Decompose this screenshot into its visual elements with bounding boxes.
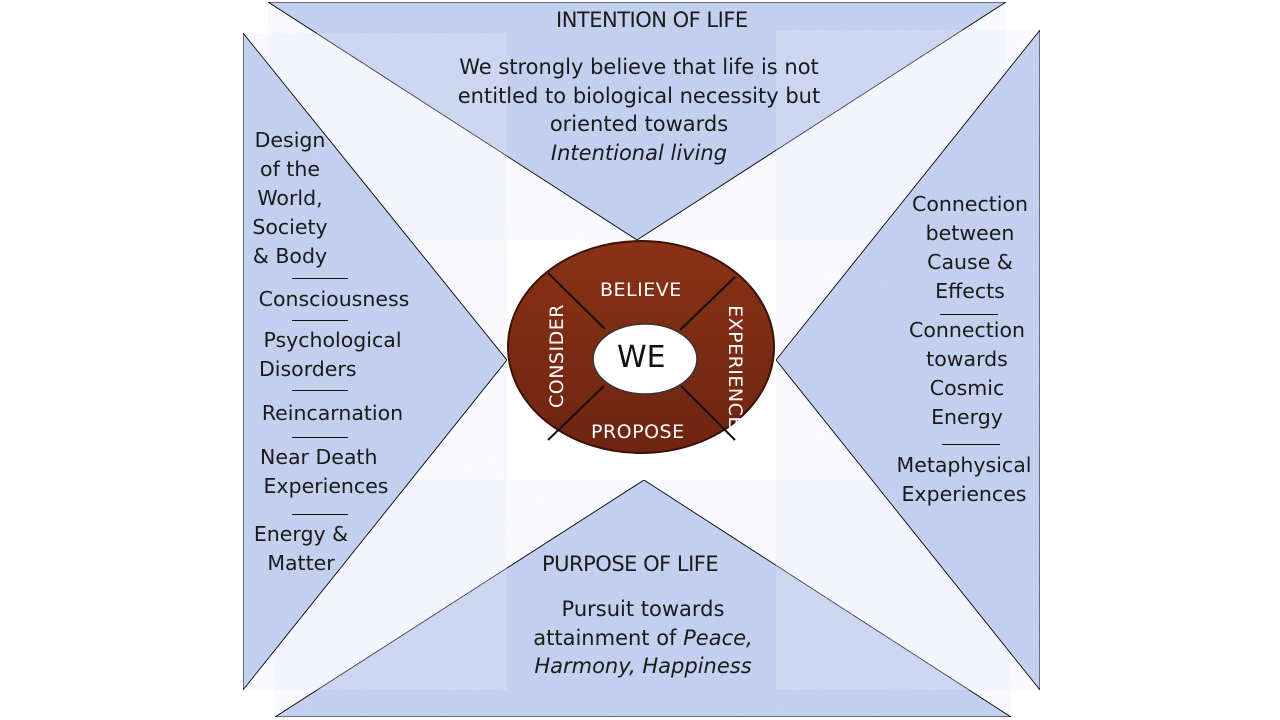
purpose-line-2: attainment of Peace, <box>533 625 753 650</box>
right-divider-1 <box>940 314 998 315</box>
wheel-label-propose: PROPOSE <box>591 421 685 443</box>
intention-body: We strongly believe that life is not ent… <box>437 53 841 167</box>
intention-title: INTENTION OF LIFE <box>556 8 748 32</box>
intention-line-1: We strongly believe that life is not <box>459 55 819 79</box>
intention-line-2: entitled to biological necessity but <box>457 83 821 108</box>
wheel-divider-tl <box>547 272 606 330</box>
left-divider-1 <box>292 278 348 279</box>
purpose-line-3: Harmony, Happiness <box>534 654 752 678</box>
left-item-5: Near Death Experiences <box>260 445 389 498</box>
wheel-divider-tr <box>679 276 736 331</box>
left-divider-4 <box>292 437 348 438</box>
left-item-3: Psychological Disorders <box>259 328 402 381</box>
triangle-bottom <box>273 479 1013 718</box>
left-divider-2 <box>292 320 348 321</box>
left-item-4: Reincarnation <box>261 401 404 425</box>
right-item-2: Connection towards Cosmic Energy <box>909 318 1025 429</box>
wheel-center <box>592 323 698 395</box>
wheel-label-experience: EXPERIENCE <box>724 305 746 429</box>
purpose-line-1: Pursuit towards <box>561 597 725 621</box>
right-item-3: Metaphysical Experiences <box>896 453 1032 506</box>
right-item-1: Connection between Cause & Effects <box>912 192 1028 303</box>
wheel-label-consider: CONSIDER <box>546 304 568 408</box>
intention-line-4: Intentional living <box>437 139 841 168</box>
wheel-divider-br <box>680 385 736 441</box>
triangle-left <box>242 31 508 692</box>
left-item-6: Energy & Matter <box>253 522 349 575</box>
wheel-divider-bl <box>547 385 605 441</box>
intentional-living-italic: Intentional living <box>550 140 728 165</box>
left-item-1: Design of the World, Society & Body <box>252 128 328 268</box>
wheel-label-believe: BELIEVE <box>600 279 682 301</box>
purpose-body: Pursuit towards attainment of Peace, Har… <box>492 595 794 681</box>
right-divider-2 <box>942 444 1000 445</box>
purpose-title: PURPOSE OF LIFE <box>542 552 719 576</box>
triangle-right <box>775 28 1041 692</box>
wheel-center-label: WE <box>617 340 666 375</box>
left-item-2: Consciousness <box>258 287 410 311</box>
left-divider-5 <box>292 514 348 515</box>
triangle-top <box>266 1 1008 241</box>
intention-line-3: oriented towards <box>549 112 729 136</box>
left-divider-3 <box>292 390 348 391</box>
